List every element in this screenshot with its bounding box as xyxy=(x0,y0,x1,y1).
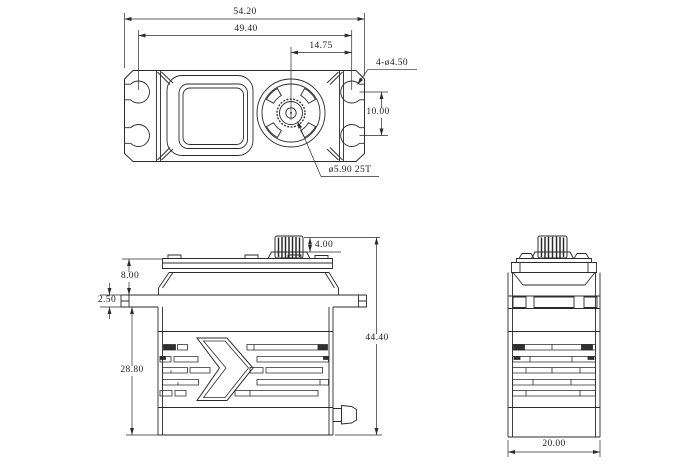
front-view-dimensions xyxy=(100,238,382,436)
side-top-plates xyxy=(512,254,597,273)
front-top-plate xyxy=(163,255,333,269)
dim-hole-spacing-length: 49.40 xyxy=(233,24,259,35)
front-mount-flanges xyxy=(121,295,367,307)
dim-case-width: 20.00 xyxy=(541,439,567,450)
dim-lower-case-height: 28.80 xyxy=(119,365,145,376)
front-cooling-fins-left xyxy=(160,345,210,397)
dim-hole-spacing-width: 10.00 xyxy=(365,107,391,118)
dim-shaft-to-hole-line: 14.75 xyxy=(308,41,334,52)
side-case xyxy=(508,273,600,438)
front-view xyxy=(100,236,382,435)
mount-notches-left xyxy=(125,81,150,147)
holes-leader xyxy=(358,69,369,84)
top-view-outline xyxy=(125,71,365,162)
top-view-dimensions xyxy=(125,13,418,177)
mount-notches-right xyxy=(341,81,365,147)
dim-overall-length: 54.20 xyxy=(232,7,258,18)
dim-upper-case-height: 8.00 xyxy=(119,271,141,282)
spline-leader xyxy=(298,122,322,177)
side-view xyxy=(508,236,600,457)
side-view-dimensions xyxy=(508,440,600,457)
side-spline-gear xyxy=(532,236,574,259)
side-cooling-fins xyxy=(513,345,596,397)
front-lower-body xyxy=(158,307,333,435)
label-plate xyxy=(167,76,253,156)
dim-flange-thickness: 2.50 xyxy=(96,295,118,306)
dim-spline-height: 4.00 xyxy=(313,240,335,251)
label-output-spline: ø5.90 25T xyxy=(327,165,373,176)
label-mount-holes: 4-ø4.50 xyxy=(374,58,410,69)
front-upper-case xyxy=(159,273,339,296)
wire-connector xyxy=(333,406,357,425)
front-cooling-fins-right xyxy=(235,345,329,397)
front-spline-gear xyxy=(268,236,310,259)
dim-overall-height: 44.40 xyxy=(364,333,390,344)
brand-chevron xyxy=(197,338,253,401)
top-view xyxy=(125,13,418,177)
